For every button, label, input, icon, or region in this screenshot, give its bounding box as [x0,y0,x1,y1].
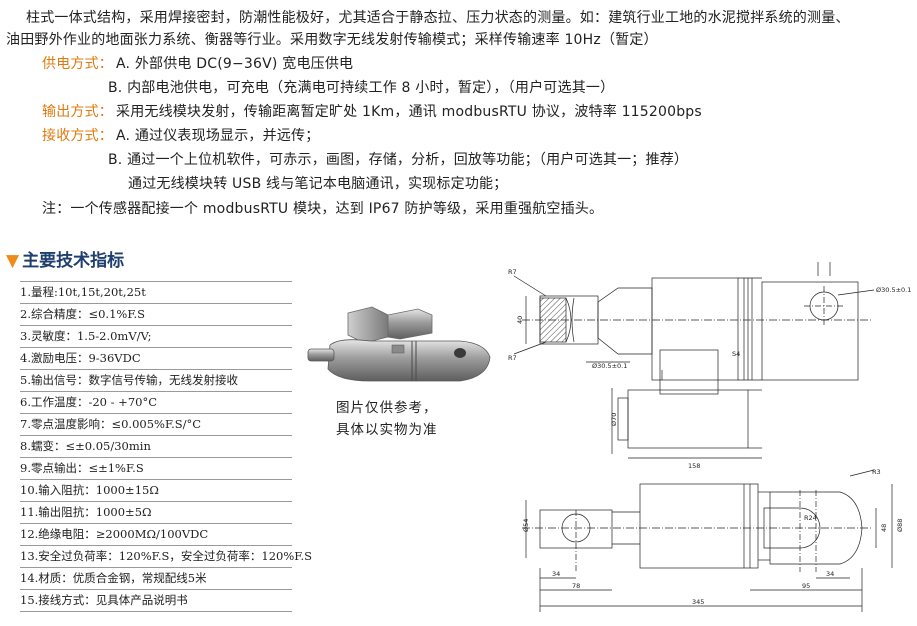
product-photo [307,306,491,382]
dim-d40: 40 [516,316,524,324]
output-label: 输出方式： [42,104,113,120]
spec-item: 3.灵敏度：1.5-2.0mV/V; [20,326,292,348]
dim-d158: 158 [688,462,700,470]
spec-item: 7.零点温度影响：≤0.005%F.S/°C [20,414,292,436]
dim-d48: 48 [880,524,888,532]
dim-d305-small: Ø30.5±0.1 [592,362,627,370]
photo-caption-line-1: 图片仅供参考， [336,400,438,416]
spec-item: 5.输出信号：数字信号传输，无线发射接收 [20,370,292,392]
power-label: 供电方式： [42,56,113,72]
intro-line-1: 柱式一体式结构，采用焊接密封，防潮性能极好，尤其适合于静态拉、压力状态的测量。如… [26,10,850,26]
spec-item: 10.输入阻抗：1000±15Ω [20,480,292,502]
spec-item: 15.接线方式：见具体产品说明书 [20,590,292,612]
output-text: 采用无线模块发射，传输距离暂定旷处 1Km，通讯 modbusRTU 协议，波特… [116,104,702,120]
dim-d345: 345 [692,598,704,606]
photo-caption-line-2: 具体以实物为准 [336,422,438,438]
dim-d34-left: 34 [552,570,560,578]
dim-r3: R3 [872,468,881,476]
spec-item: 11.输出阻抗：1000±5Ω [20,502,292,524]
spec-table-top-rule [20,281,292,282]
spec-item: 8.蠕变：≤±0.05/30min [20,436,292,458]
spec-item: 12.绝缘电阻：≥2000MΩ/100VDC [20,524,292,546]
dim-r7-bottom: R7 [508,354,517,362]
spec-item: 2.综合精度：≤0.1%F.S [20,304,292,326]
dim-d78: 78 [572,582,580,590]
receive-option-b: B. 通过一个上位机软件，可赤示，画图，存储，分析，回放等功能；（用户可选其一；… [108,152,689,168]
dim-d54: Ø54 [522,519,530,532]
receive-label: 接收方式： [42,128,113,144]
receive-option-c: 通过无线模块转 USB 线与笔记本电脑通讯，实现标定功能； [128,176,508,192]
dim-r24: R24 [804,514,817,522]
power-option-a: A. 外部供电 DC(9−36V) 宽电压供电 [116,56,354,72]
receive-option-a: A. 通过仪表现场显示，并远传； [116,128,320,144]
power-option-b: B. 内部电池供电，可充电（充满电可持续工作 8 小时，暂定），（用户可选其一） [108,80,615,96]
note-text: 注：一个传感器配接一个 modbusRTU 模块，达到 IP67 防护等级，采用… [42,201,604,217]
intro-line-2: 油田野外作业的地面张力系统、衡器等行业。采用数字无线发射传输模式；采样传输速率 … [6,32,658,48]
section-title-text: 主要技术指标 [22,251,125,271]
spec-item: 6.工作温度：-20 - +70°C [20,392,292,414]
spec-item: 9.零点输出：≤±1%F.S [20,458,292,480]
dim-r7-top: R7 [508,268,517,276]
spec-item: 4.激励电压：9-36VDC [20,348,292,370]
dim-d305-right: Ø30.5±0.1 [876,286,911,294]
triangle-icon: ▼ [6,251,20,271]
dim-d88: Ø88 [896,519,904,532]
spec-item: 13.安全过负荷率：120%F.S，安全过负荷率：120%F.S [20,546,312,568]
dim-s4: S4 [732,350,740,358]
dim-d70: Ø70 [610,413,618,426]
section-title: ▼主要技术指标 [6,246,124,271]
spec-item: 14.材质：优质合金钢，常规配线5米 [20,568,292,590]
technical-drawing: Ø30.5±0.1 R7 R7 40 Ø30.5±0.1 S4 Ø70 158 … [508,262,911,612]
dim-d34-right: 34 [826,570,834,578]
dim-d95: 95 [802,582,810,590]
spec-item: 1.量程:10t,15t,20t,25t [20,282,292,304]
